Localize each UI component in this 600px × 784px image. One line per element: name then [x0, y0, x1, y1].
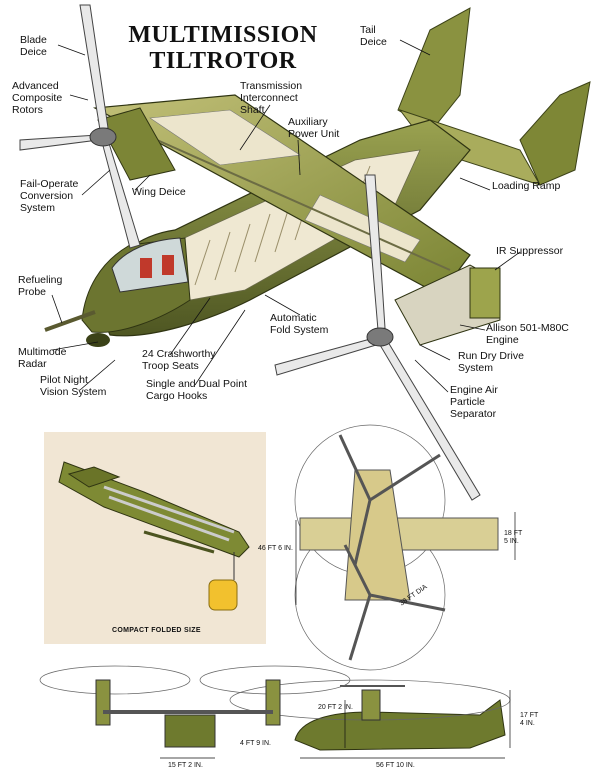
left-rotor — [19, 4, 141, 249]
ir-suppressor — [469, 267, 501, 319]
side-view — [229, 679, 511, 751]
label-loading-ramp: Loading Ramp — [492, 180, 561, 192]
label-engine-air-separator: Engine Air Particle Separator — [450, 384, 498, 420]
dim-height-4ft: 4 FT 9 IN. — [240, 740, 271, 747]
folded-size-panel — [44, 432, 266, 644]
label-auxiliary-power-unit: Auxiliary Power Unit — [288, 116, 340, 140]
wing-cutaway — [149, 109, 301, 166]
cockpit-seat-left — [140, 258, 152, 278]
label-fail-operate-conversion: Fail-Operate Conversion System — [20, 178, 79, 214]
title-line-2: TILTROTOR — [149, 48, 297, 74]
label-wing-deice: Wing Deice — [132, 186, 186, 198]
refueling-probe — [44, 310, 96, 332]
folded-size-caption: COMPACT FOLDED SIZE — [112, 627, 201, 634]
dim-length-56ft: 56 FT 10 IN. — [376, 762, 415, 769]
dim-span-46ft: 46 FT 6 IN. — [258, 545, 293, 552]
dim-track-15ft: 15 FT 2 IN. — [168, 762, 203, 769]
label-refueling-probe: Refueling Probe — [18, 274, 63, 298]
left-nacelle — [97, 107, 176, 181]
tail-fin-upper — [397, 7, 471, 131]
label-pilot-night-vision: Pilot Night Vision System — [40, 374, 107, 398]
front-view — [39, 665, 351, 748]
label-ir-suppressor: IR Suppressor — [496, 245, 564, 257]
label-blade-deice: Blade Deice — [20, 34, 47, 58]
label-run-dry-drive: Run Dry Drive System — [458, 350, 524, 374]
label-automatic-fold: Automatic Fold System — [270, 312, 329, 336]
label-cargo-hooks: Single and Dual Point Cargo Hooks — [146, 378, 247, 402]
label-transmission-shaft: Transmission Interconnect Shaft — [240, 80, 303, 116]
dim-height-20ft: 20 FT 2 IN. — [318, 704, 353, 711]
callout-leaders — [51, 39, 521, 393]
right-rotor — [274, 174, 481, 501]
label-allison-engine: Allison 501-M80C Engine — [486, 322, 569, 346]
cockpit-seat-right — [162, 255, 174, 275]
multimode-radar — [86, 333, 110, 347]
folded-aircraft-illustration — [58, 461, 250, 611]
label-multimode-radar: Multimode Radar — [18, 346, 67, 370]
label-advanced-composite-rotors: Advanced Composite Rotors — [12, 80, 63, 116]
top-view — [294, 424, 499, 671]
dimension-lines — [160, 512, 516, 759]
label-troop-seats: 24 Crashworthy Troop Seats — [142, 348, 216, 372]
tail-fin-right — [519, 81, 591, 186]
diagram-title: MULTIMISSION TILTROTOR — [118, 22, 328, 74]
dim-width-18ft: 18 FT 5 IN. — [504, 530, 523, 545]
dim-height-17ft: 17 FT 4 IN. — [520, 712, 539, 727]
wing-cutaway-right — [304, 194, 421, 263]
interconnect-shaft — [129, 127, 451, 271]
title-line-1: MULTIMISSION — [128, 22, 318, 48]
label-tail-deice: Tail Deice — [360, 24, 387, 48]
